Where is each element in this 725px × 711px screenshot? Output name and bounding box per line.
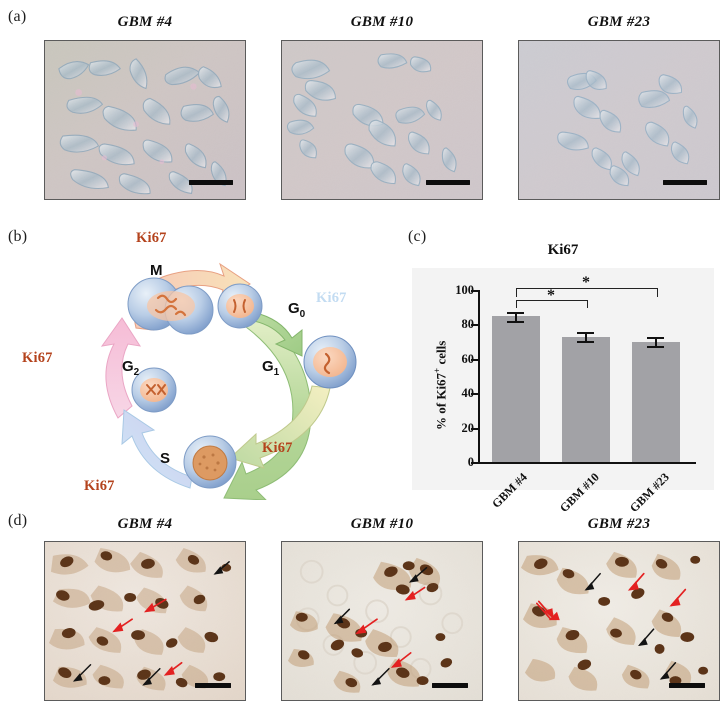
- panel-a-title-3: GBM #23: [587, 14, 651, 30]
- phase-label-s: S: [160, 450, 171, 467]
- error-bar-gbm23: [655, 338, 657, 347]
- panel-d-title-2: GBM #10: [350, 516, 414, 532]
- arrow-g2-phase: [100, 317, 142, 419]
- panel-d-micrograph-3: [518, 541, 720, 701]
- panel-a-title-2: GBM #10: [350, 14, 414, 30]
- cell-g0-quiescent: [303, 335, 357, 389]
- cell-cycle-diagram: M G0 G1 G2 S: [30, 240, 390, 500]
- cell-s-phase: [183, 435, 237, 489]
- ki67-label-top: Ki67: [136, 230, 167, 246]
- ki67-label-g0-absent: Ki67: [316, 290, 347, 306]
- panel-d-micrograph-1: [44, 541, 246, 701]
- ki67-label-right: Ki67: [262, 440, 293, 456]
- scale-bar-d1: [195, 683, 231, 688]
- arrow-g1-phase: [223, 305, 312, 500]
- significance-bracket-2: [516, 288, 658, 297]
- chart-x-axis: [478, 462, 696, 464]
- panel-letter-a: (a): [8, 8, 27, 25]
- scale-bar-d2: [432, 683, 468, 688]
- dab-stain-image-3: [519, 542, 719, 700]
- phase-label-m: M: [150, 262, 163, 279]
- panel-d-title-1: GBM #4: [117, 516, 173, 532]
- dab-stain-image-2: [282, 542, 482, 700]
- error-cap-bottom-gbm10: [577, 341, 594, 343]
- phase-contrast-image-2: [282, 41, 482, 199]
- y-tick-60: 60: [461, 352, 475, 366]
- cell-cycle-svg: [100, 262, 357, 500]
- tick-mark-60: [471, 359, 479, 361]
- significance-bracket-1: [516, 300, 588, 308]
- scale-bar-a1: [189, 180, 233, 185]
- scale-bar-d3: [669, 683, 705, 688]
- panel-letter-d: (d): [8, 512, 28, 529]
- bar-gbm4: [492, 316, 540, 462]
- panel-d-title-3: GBM #23: [587, 516, 651, 532]
- y-tick-40: 40: [461, 386, 475, 400]
- scale-bar-a3: [663, 180, 707, 185]
- tick-mark-80: [471, 324, 479, 326]
- panel-a-micrograph-2: [281, 40, 483, 200]
- arrow-g0-phase: [248, 311, 303, 357]
- error-cap-bottom-gbm4: [507, 321, 524, 323]
- panel-a-title-1: GBM #4: [117, 14, 173, 30]
- y-tick-20: 20: [461, 421, 475, 435]
- significance-star-1: *: [547, 287, 555, 304]
- tick-mark-0: [471, 462, 479, 464]
- y-tick-100: 100: [455, 283, 474, 297]
- error-cap-bottom-gbm23: [647, 346, 664, 348]
- error-bar-gbm4: [515, 313, 517, 322]
- cell-m-phase: [127, 277, 214, 335]
- error-cap-top-gbm10: [577, 332, 594, 334]
- panel-a-micrograph-3: [518, 40, 720, 200]
- ki67-label-bottom: Ki67: [84, 478, 115, 494]
- chart-y-axis: [478, 290, 480, 464]
- phase-label-g2: G2: [122, 358, 140, 378]
- dab-stain-image-1: [45, 542, 245, 700]
- phase-label-g1: G1: [262, 358, 280, 378]
- cell-g2: [131, 367, 177, 413]
- phase-contrast-image-3: [519, 41, 719, 199]
- bar-gbm10: [562, 337, 610, 462]
- arrow-s-phase: [121, 409, 193, 489]
- panel-d-micrograph-2: [281, 541, 483, 701]
- tick-mark-100: [471, 290, 479, 292]
- bar-gbm23: [632, 342, 680, 462]
- error-bar-gbm10: [585, 333, 587, 342]
- cell-g1-entry: [217, 283, 263, 329]
- y-tick-0: 0: [446, 455, 474, 470]
- tick-mark-40: [471, 393, 479, 395]
- chart-title: Ki67: [547, 242, 579, 258]
- phase-label-g0: G0: [288, 300, 306, 320]
- panel-a-micrograph-1: [44, 40, 246, 200]
- error-cap-top-gbm4: [507, 312, 524, 314]
- ki67-label-left: Ki67: [22, 350, 53, 366]
- tick-mark-20: [471, 428, 479, 430]
- scale-bar-a2: [426, 180, 470, 185]
- significance-star-2: *: [582, 274, 590, 291]
- panel-letter-b: (b): [8, 228, 28, 245]
- error-cap-top-gbm23: [647, 337, 664, 339]
- phase-contrast-image-1: [45, 41, 245, 199]
- panel-letter-c: (c): [408, 228, 427, 245]
- y-tick-80: 80: [461, 317, 475, 331]
